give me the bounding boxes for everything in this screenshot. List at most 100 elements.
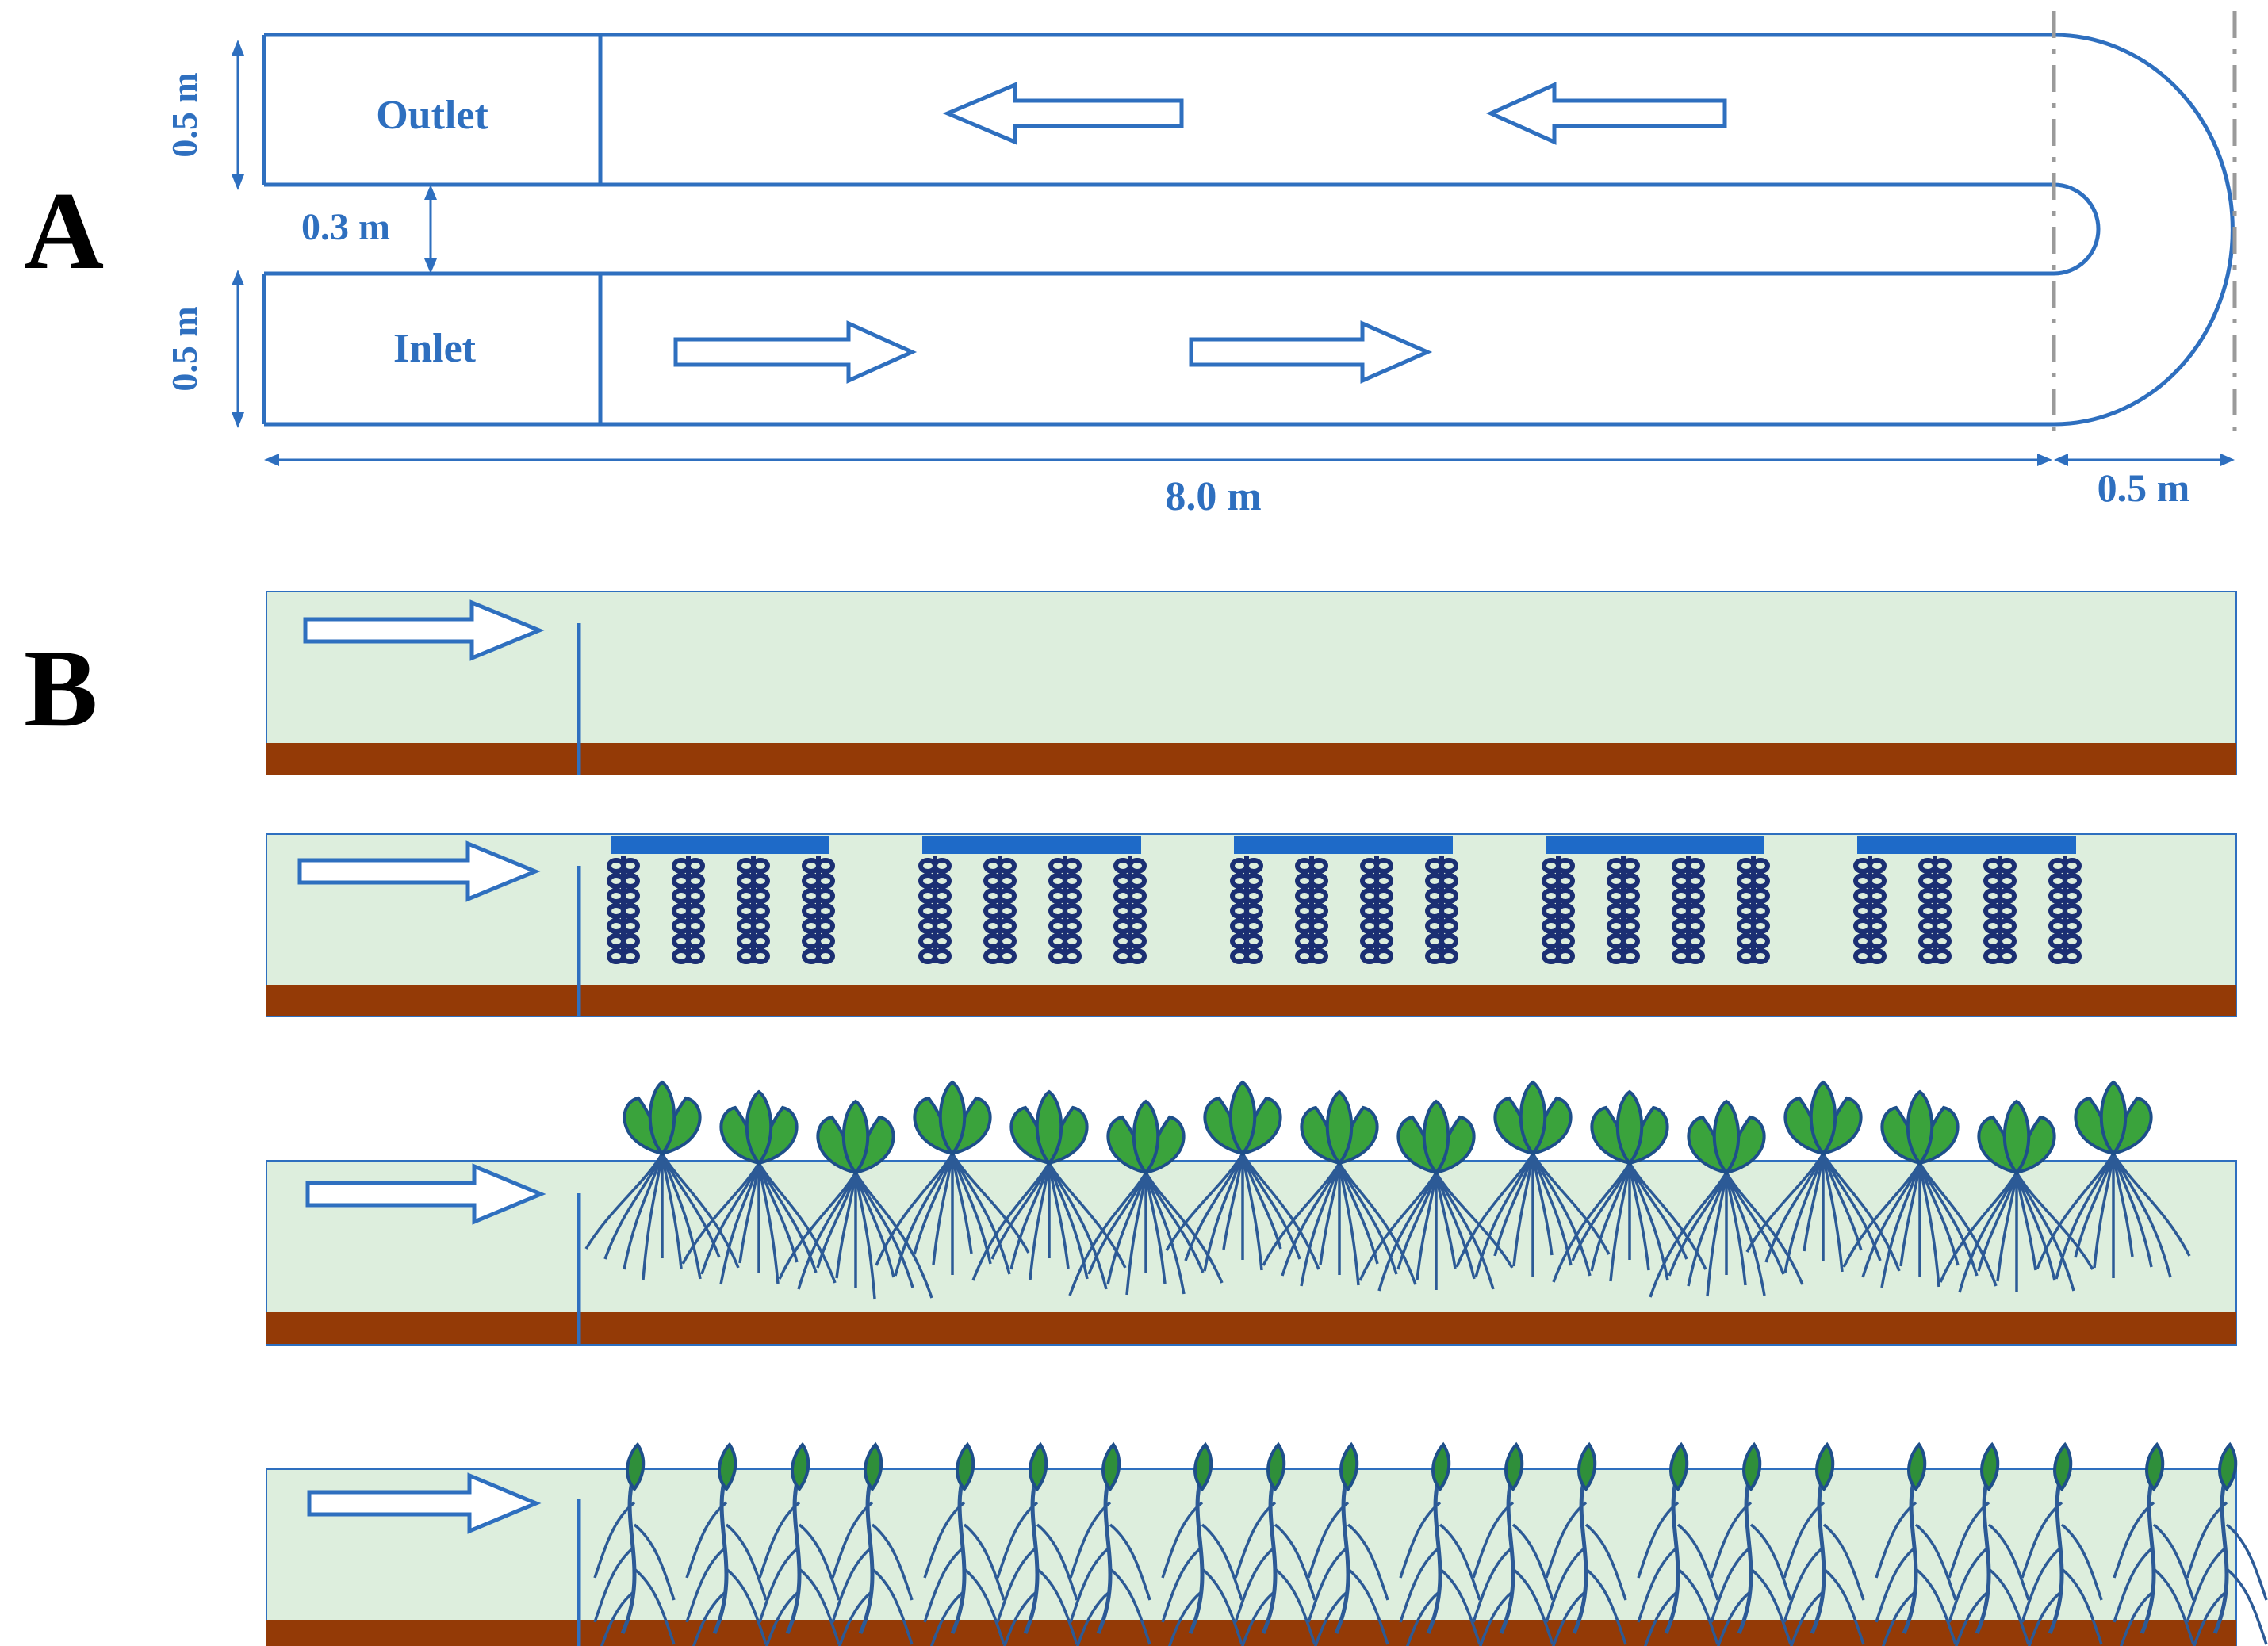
root bbox=[2027, 1590, 2063, 1646]
root bbox=[1643, 1590, 1680, 1646]
root bbox=[757, 1162, 837, 1284]
flow-arrow bbox=[303, 599, 545, 661]
root bbox=[2021, 1545, 2063, 1623]
root bbox=[1783, 1153, 1825, 1273]
floating-frame bbox=[611, 836, 829, 854]
dim-bend: 0.5 m bbox=[2054, 454, 2235, 510]
root bbox=[719, 1162, 760, 1285]
dim-gap: 0.3 m bbox=[301, 185, 437, 274]
water-column bbox=[266, 1468, 2237, 1646]
leaf bbox=[1132, 1099, 1160, 1176]
root bbox=[1347, 1523, 1389, 1601]
root bbox=[1201, 1568, 1243, 1645]
root bbox=[1822, 1523, 1865, 1601]
floating-frame bbox=[1546, 836, 1764, 854]
root bbox=[1161, 1545, 1204, 1623]
root bbox=[725, 1568, 768, 1645]
root bbox=[1144, 1172, 1224, 1284]
root bbox=[1167, 1590, 1204, 1646]
leaf bbox=[938, 1080, 967, 1157]
root bbox=[1764, 1153, 1825, 1263]
root bbox=[1584, 1568, 1627, 1645]
root bbox=[1358, 1172, 1438, 1281]
carrier-unit bbox=[1230, 836, 1458, 964]
root bbox=[1749, 1568, 1792, 1645]
root bbox=[2119, 1590, 2155, 1646]
root bbox=[1234, 1501, 1277, 1579]
floating-frame bbox=[1857, 836, 2076, 854]
arrowhead-icon bbox=[2220, 454, 2235, 466]
inlet-flow-arrow-2 bbox=[1189, 320, 1433, 384]
root bbox=[963, 1568, 1006, 1645]
root bbox=[1109, 1523, 1151, 1601]
root bbox=[2055, 1153, 2115, 1280]
root bbox=[1399, 1545, 1442, 1623]
submerged-plant bbox=[1710, 1441, 1792, 1646]
leaf bbox=[1742, 1441, 1762, 1492]
leaf bbox=[1325, 1089, 1354, 1166]
root bbox=[1002, 1590, 1039, 1646]
root bbox=[894, 1153, 954, 1277]
root bbox=[1609, 1162, 1631, 1282]
outlet-flow-arrow-2 bbox=[1485, 82, 1727, 145]
root bbox=[1125, 1172, 1147, 1296]
root bbox=[990, 1162, 1051, 1260]
arrowhead-icon bbox=[232, 270, 244, 285]
root bbox=[685, 1501, 728, 1579]
root bbox=[1939, 1172, 2018, 1283]
root bbox=[738, 1162, 760, 1264]
root bbox=[2113, 1501, 2155, 1579]
root bbox=[2186, 1545, 2228, 1623]
root bbox=[2152, 1523, 2195, 1601]
outer-bend bbox=[2053, 33, 2235, 427]
leaf bbox=[2002, 1099, 2031, 1176]
outlet-label: Outlet bbox=[376, 93, 488, 138]
floating-plant bbox=[1455, 1080, 1611, 1278]
floating-plant bbox=[1358, 1099, 1514, 1292]
floating-frame bbox=[1234, 836, 1453, 854]
floating-plant bbox=[971, 1089, 1127, 1290]
root bbox=[835, 1172, 857, 1279]
flow-arrow bbox=[305, 1163, 546, 1225]
sediment-layer bbox=[266, 1312, 2236, 1344]
root bbox=[996, 1501, 1039, 1579]
root bbox=[603, 1153, 664, 1260]
root bbox=[2015, 1172, 2037, 1271]
root bbox=[757, 1162, 799, 1263]
submerged-plant bbox=[923, 1441, 1006, 1646]
submerged-plant bbox=[2186, 1441, 2268, 1646]
root bbox=[600, 1590, 636, 1646]
leaf bbox=[1615, 1089, 1644, 1166]
carrier-unit bbox=[918, 836, 1147, 964]
arrowhead-icon bbox=[2037, 454, 2052, 466]
arrowhead-icon bbox=[232, 174, 244, 190]
root bbox=[816, 1172, 857, 1269]
root bbox=[2113, 1545, 2155, 1623]
submerged-plant bbox=[1783, 1441, 1865, 1646]
inlet-label: Inlet bbox=[393, 326, 477, 371]
root bbox=[1347, 1568, 1389, 1645]
root bbox=[2186, 1501, 2228, 1579]
root bbox=[1307, 1545, 1350, 1623]
root bbox=[1396, 1172, 1438, 1270]
bead-chain bbox=[1918, 856, 1952, 964]
root bbox=[1861, 1162, 1921, 1278]
raceway-channel bbox=[262, 11, 2237, 440]
arrowhead-icon bbox=[264, 454, 279, 466]
plan-flow-arrows bbox=[673, 82, 1727, 384]
root bbox=[685, 1545, 728, 1623]
floating-plant bbox=[584, 1080, 740, 1280]
root bbox=[1036, 1523, 1078, 1601]
submerged-plants bbox=[593, 1441, 2268, 1646]
root bbox=[758, 1501, 801, 1579]
root bbox=[1009, 1162, 1051, 1270]
leaf bbox=[1906, 1089, 1934, 1166]
root bbox=[1687, 1172, 1728, 1287]
root bbox=[1725, 1172, 1766, 1296]
root bbox=[1668, 1172, 1728, 1277]
root bbox=[593, 1545, 636, 1623]
root bbox=[1531, 1153, 1554, 1256]
floating-plants bbox=[584, 1080, 2191, 1300]
root bbox=[1029, 1162, 1051, 1280]
root bbox=[971, 1162, 1051, 1281]
